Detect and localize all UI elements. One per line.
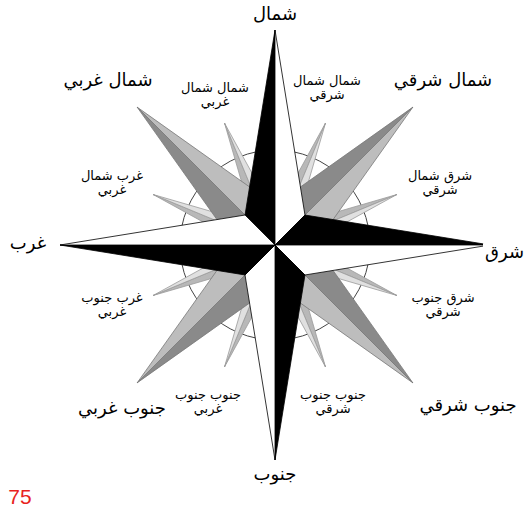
- direction-label: شرق شمال شرقي: [401, 169, 479, 198]
- direction-label: شمال شرقي: [392, 70, 494, 90]
- direction-label: جنوب جنوب شرقي: [294, 388, 372, 417]
- spike-half: [275, 245, 490, 275]
- direction-label: شمال شمال غربي: [176, 81, 254, 110]
- compass-spike: [275, 215, 490, 275]
- direction-label: غرب شمال غربي: [73, 169, 151, 198]
- direction-label: شرق جنوب شرقي: [404, 291, 482, 320]
- spike-half: [245, 245, 275, 460]
- page-number: 75: [6, 485, 33, 508]
- direction-label: جنوب غربي: [76, 398, 168, 418]
- spike-half: [275, 245, 305, 460]
- direction-label: شمال: [251, 4, 299, 24]
- compass-spike: [245, 30, 305, 245]
- direction-label: شمال غربي: [61, 70, 154, 90]
- direction-label: جنوب شرقي: [417, 395, 518, 415]
- compass-spike: [60, 215, 275, 275]
- direction-label: جنوب جنوب غربي: [169, 388, 247, 417]
- direction-label: غرب جنوب غربي: [73, 291, 151, 320]
- direction-label: شمال شمال شرقي: [288, 74, 366, 103]
- spike-half: [275, 215, 490, 245]
- compass-spike: [245, 245, 305, 460]
- direction-label: غرب: [8, 233, 48, 253]
- direction-label: جنوب: [252, 464, 299, 484]
- direction-label: شرق: [483, 242, 526, 262]
- spike-half: [245, 30, 275, 245]
- spike-half: [60, 245, 275, 275]
- spike-half: [60, 215, 275, 245]
- spike-half: [275, 30, 305, 245]
